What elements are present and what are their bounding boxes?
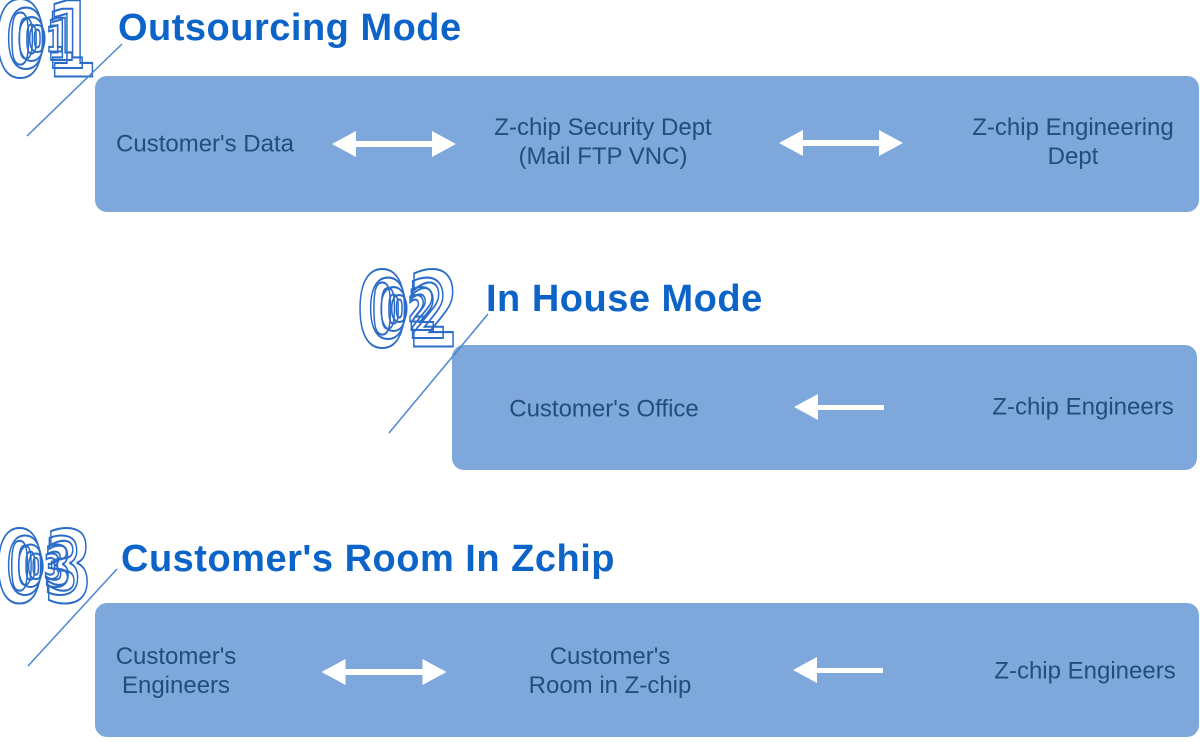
section-03-title: Customer's Room In Zchip <box>121 538 615 580</box>
numeral-text: 01 <box>29 21 64 61</box>
label-line: Customer's Office <box>509 395 699 423</box>
double-arrow-icon <box>321 659 447 685</box>
panel-label-zchip-engineers: Z-chip Engineers <box>994 657 1175 686</box>
arrow-head-left <box>332 131 356 157</box>
arrow-head-right <box>879 130 903 156</box>
panel-label-security-dept: Z-chip Security Dept (Mail FTP VNC) <box>494 113 711 171</box>
panel-label-engineering-dept: Z-chip Engineering Dept <box>972 113 1173 171</box>
arrow-head-left <box>321 659 346 685</box>
arrow-stem <box>803 140 879 146</box>
arrow-stem <box>356 141 432 147</box>
arrow-head-right <box>422 659 447 685</box>
arrow-head-left <box>794 394 818 420</box>
arrow-stem <box>818 404 884 410</box>
section-01-title: Outsourcing Mode <box>118 7 462 49</box>
section-01-numeral-icon: 01 01 01 01 <box>0 0 98 103</box>
arrow-head-right <box>432 131 456 157</box>
panel-label-customers-office: Customer's Office <box>509 395 699 424</box>
section-01-panel: Customer's Data Z-chip Security Dept (Ma… <box>95 76 1199 212</box>
label-line: Customer's Data <box>116 130 294 158</box>
section-02-panel: Customer's Office Z-chip Engineers <box>452 345 1197 470</box>
label-line: Z-chip Engineers <box>994 657 1176 685</box>
section-02-title: In House Mode <box>486 278 763 320</box>
label-line: Z-chip Engineering <box>972 114 1174 141</box>
arrow-stem <box>817 667 883 673</box>
panel-label-customers-data: Customer's Data <box>116 130 294 159</box>
left-arrow-icon <box>793 657 883 683</box>
numeral-text: 02 <box>391 291 426 331</box>
label-line: (Mail FTP VNC) <box>518 143 688 170</box>
section-03-numeral-icon: 03 03 03 03 <box>0 510 93 627</box>
label-line: Engineers <box>121 672 231 699</box>
label-line: Z-chip Engineers <box>992 393 1174 421</box>
label-line: Dept <box>1047 143 1099 170</box>
label-line: Room in Z-chip <box>528 672 692 699</box>
double-arrow-icon <box>332 131 456 157</box>
section-02-numeral-icon: 02 02 02 02 <box>356 250 461 373</box>
arrow-head-left <box>793 657 817 683</box>
label-line: Customer's <box>549 643 671 670</box>
panel-label-customers-room: Customer's Room in Z-chip <box>529 642 692 700</box>
section-03-panel: Customer's Engineers Customer's Room in … <box>95 603 1199 737</box>
panel-label-customers-engineers: Customer's Engineers <box>116 642 237 700</box>
left-arrow-icon <box>794 394 884 420</box>
label-line: Z-chip Security Dept <box>494 114 712 141</box>
panel-label-zchip-engineers: Z-chip Engineers <box>992 393 1173 422</box>
label-line: Customer's <box>115 643 237 670</box>
double-arrow-icon <box>779 130 903 156</box>
arrow-head-left <box>779 130 803 156</box>
arrow-stem <box>345 669 423 675</box>
numeral-text: 03 <box>27 547 60 586</box>
